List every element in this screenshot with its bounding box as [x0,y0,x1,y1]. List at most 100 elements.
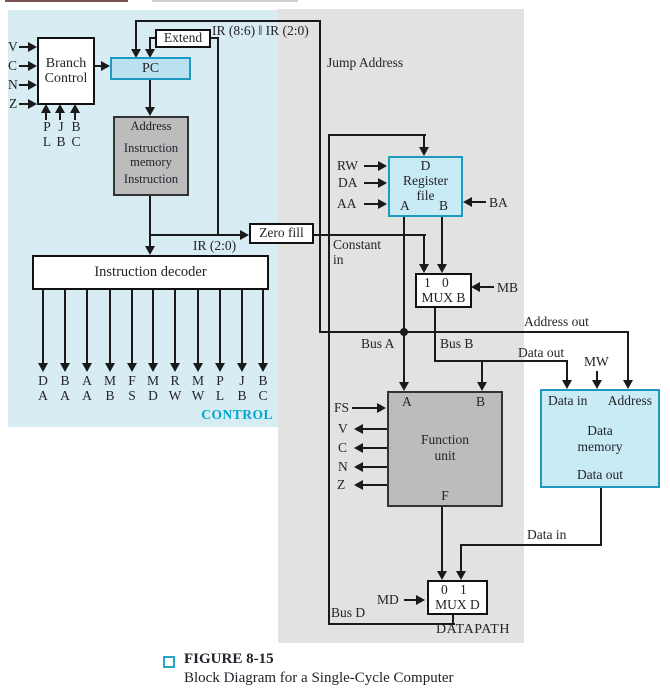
caption-title: Block Diagram for a Single-Cycle Compute… [184,670,454,686]
wire-bus-d-top [328,134,426,136]
data-memory-out-port: Data out [576,467,624,482]
wire-decoder-out-2 [86,290,88,364]
arrowhead-z-in [28,99,37,109]
mux-d-input-0: 0 [441,582,448,597]
instruction-memory-out-label: Instruction [123,172,179,187]
arrowhead-decoder-out-4 [127,363,137,372]
v-input-label: V [8,39,18,54]
arrowhead-decoder-out-10 [258,363,268,372]
bus-d-label: Bus D [331,605,366,620]
address-out-label: Address out [524,314,589,329]
arrowhead-datamem-in [562,380,572,389]
datapath-region [278,9,524,643]
function-unit-box: A B Function unit F [387,391,503,507]
extend-box: Extend [155,29,211,48]
arrowhead-decoder-out-0 [38,363,48,372]
function-unit-label-1: Function [420,432,469,447]
wire-bus-a [403,217,405,383]
fu-z-label: Z [337,477,346,492]
arrowhead-zerofill-in [240,230,249,240]
wire-bc-up [74,112,76,120]
da-label: DA [338,175,358,190]
constant-in-label: Constant in [333,237,382,267]
arrowhead-muxd-1 [456,571,466,580]
data-memory-box: Data in Address Data memory Data out [540,389,660,488]
wire-function-b-in [481,362,483,384]
bus-a-label: Bus A [361,336,395,351]
branch-control-label-1: Branch [45,55,87,71]
arrowhead-muxb-1 [419,264,429,273]
ba-label: BA [489,195,508,210]
wire-fu-n [363,466,388,468]
register-file-a-port: A [400,198,410,213]
arrowhead-decoder-out-2 [82,363,92,372]
data-memory-in-port: Data in [548,393,588,408]
wire-md [404,599,417,601]
arrowhead-mw [592,380,602,389]
instruction-memory-label-2: memory [130,154,172,169]
arrowhead-n-in [28,80,37,90]
ir-concat-label: IR (8:6) ‖ IR (2:0) [212,23,309,38]
wire-bus-b [434,308,436,362]
arrowhead-rw [378,161,387,171]
wire-bus-d [328,134,330,625]
arrowhead-decoder-out-8 [215,363,225,372]
fu-n-label: N [338,459,348,474]
mux-b-label: MUX B [421,290,466,305]
instruction-memory-label-1: Instruction [123,140,179,155]
register-file-label-1: Register [403,173,448,188]
wire-aa [364,203,379,205]
data-out-label: Data out [518,345,565,360]
instruction-memory-address-label: Address [130,119,172,133]
ir20-label: IR (2:0) [193,238,237,253]
fu-c-label: C [338,440,348,455]
wire-extend-left-elbow [149,37,157,39]
wire-datamem-in [566,362,568,381]
extend-label: Extend [163,30,203,46]
mux-d-box: 0 1 MUX D [427,580,488,615]
register-file-b-port: B [438,198,448,213]
wire-address-out [319,331,629,333]
wire-data-out-line [434,360,568,362]
branch-control-label-2: Control [44,71,88,86]
wire-v-in [19,46,30,48]
arrowhead-fs [377,403,386,413]
arrowhead-fu-z [354,480,363,490]
wire-datamem-out [600,488,602,546]
caption-figure-number: FIGURE 8-15 [184,651,274,667]
arrowhead-memory-address [145,107,155,116]
wire-data-in-line [460,544,602,546]
wire-decoder-out-7 [197,290,199,364]
wire-decoder-out-0 [42,290,44,364]
wire-decoder-out-6 [174,290,176,364]
wire-jb-up [59,112,61,120]
data-memory-addr-port: Address [607,393,652,408]
arrowhead-muxd-0 [437,571,447,580]
function-unit-label-2: unit [434,448,456,463]
wire-pl-up [45,112,47,120]
datapath-region-label: DATAPATH [436,622,510,637]
arrowhead-fu-c [354,443,363,453]
wire-instruction-out [149,196,151,246]
wire-muxd-out [452,614,454,625]
arrowhead-fu-v [354,424,363,434]
rw-label: RW [337,158,359,173]
arrowhead-decoder-out-5 [148,363,158,372]
page-crop-rule-right [152,0,298,2]
zero-fill-box: Zero fill [249,223,314,244]
arrowhead-pl [41,104,51,113]
z-input-label: Z [9,96,18,111]
wire-regfile-d-in [423,136,425,149]
wire-decoder-out-1 [64,290,66,364]
arrowhead-fu-n [354,462,363,472]
wire-ba [472,201,486,203]
wire-bus-d-bottom [328,623,455,625]
